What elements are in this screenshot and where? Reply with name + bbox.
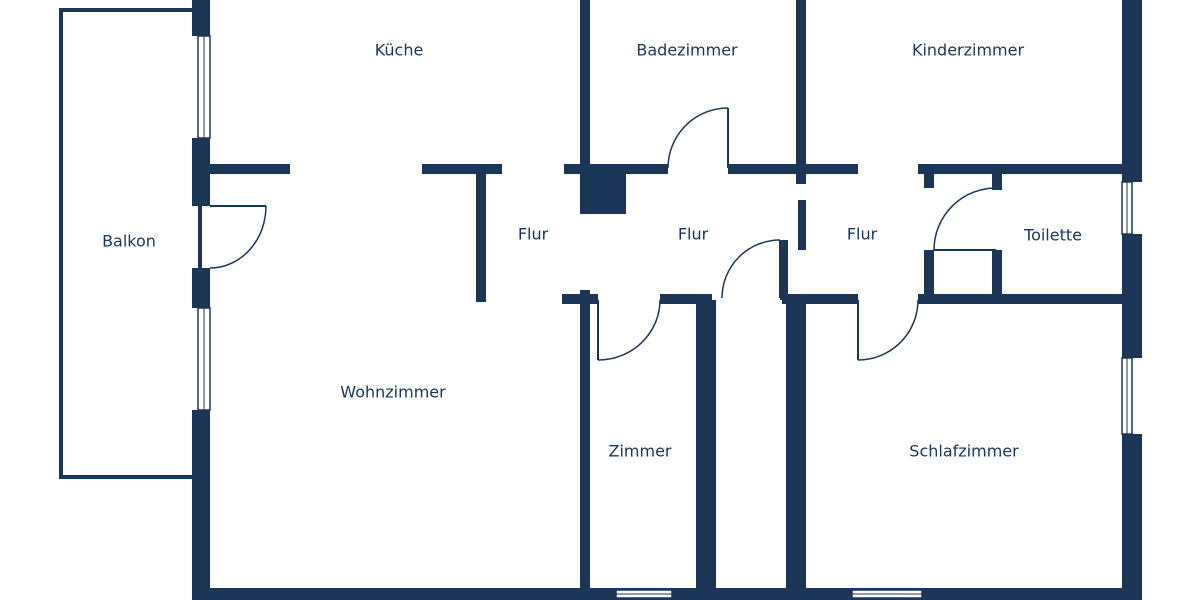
room-label-schlafzimmer: Schlafzimmer [909, 441, 1019, 461]
wall-bath-kids [796, 0, 806, 184]
room-label-flur-middle: Flur [677, 224, 709, 244]
wall-west-mid [192, 138, 210, 206]
shaft [580, 164, 626, 214]
wall-east-mid [1122, 234, 1142, 358]
window-south-bedroom [851, 589, 923, 599]
wall-hall-south-right [782, 294, 858, 304]
room-label-wohnzimmer: Wohnzimmer [340, 382, 446, 402]
wall-wc-west-lower [924, 250, 934, 300]
wall-room-east [696, 300, 716, 600]
wall-kitchen-stub [476, 164, 486, 302]
wall-hall-south-mid [660, 294, 712, 304]
wall-wc-stub-a [924, 174, 934, 188]
wall-kids-south [918, 164, 1122, 174]
room-label-zimmer: Zimmer [608, 441, 672, 461]
room-label-badezimmer: Badezimmer [636, 40, 738, 60]
wall-bed-north [918, 294, 1122, 304]
wall-west-upper [192, 0, 210, 36]
wall-east-lower [1122, 434, 1142, 600]
wall-wc-stub-b [992, 174, 1002, 190]
wall-bath-south-right [728, 164, 858, 174]
window-east-wc [1121, 181, 1133, 235]
window-east-bedroom [1121, 357, 1133, 435]
door-room [597, 299, 661, 361]
wall-living-room-east [580, 290, 590, 600]
wall-wc-inner [992, 250, 1002, 300]
room-label-kinderzimmer: Kinderzimmer [911, 40, 1025, 60]
balcony-outline [59, 8, 202, 479]
room-label-kueche: Küche [374, 40, 424, 60]
window-west-lower [197, 307, 211, 411]
window-west-upper [197, 35, 211, 139]
wall-west-mid2 [192, 268, 210, 308]
room-label-flur-left: Flur [517, 224, 549, 244]
door-hall-mid [721, 239, 781, 299]
door-bathroom [667, 107, 729, 169]
door-bedroom [857, 299, 919, 361]
window-south-room [615, 589, 673, 599]
wall-hall-post-lower [780, 240, 788, 300]
wall-kitchen-south-left [210, 164, 290, 174]
wall-bed-west [786, 294, 806, 600]
wall-hall-post [798, 200, 806, 250]
wall-kitchen-south-right [422, 164, 502, 174]
room-label-toilette: Toilette [1024, 225, 1082, 245]
wall-west-lower [192, 410, 210, 600]
room-label-flur-right: Flur [846, 224, 878, 244]
room-label-balkon: Balkon [102, 231, 156, 251]
door-balcony [209, 205, 267, 269]
wall-kitchen-bath [580, 0, 590, 170]
wall-east-upper [1122, 0, 1142, 182]
door-toilet [933, 187, 997, 251]
